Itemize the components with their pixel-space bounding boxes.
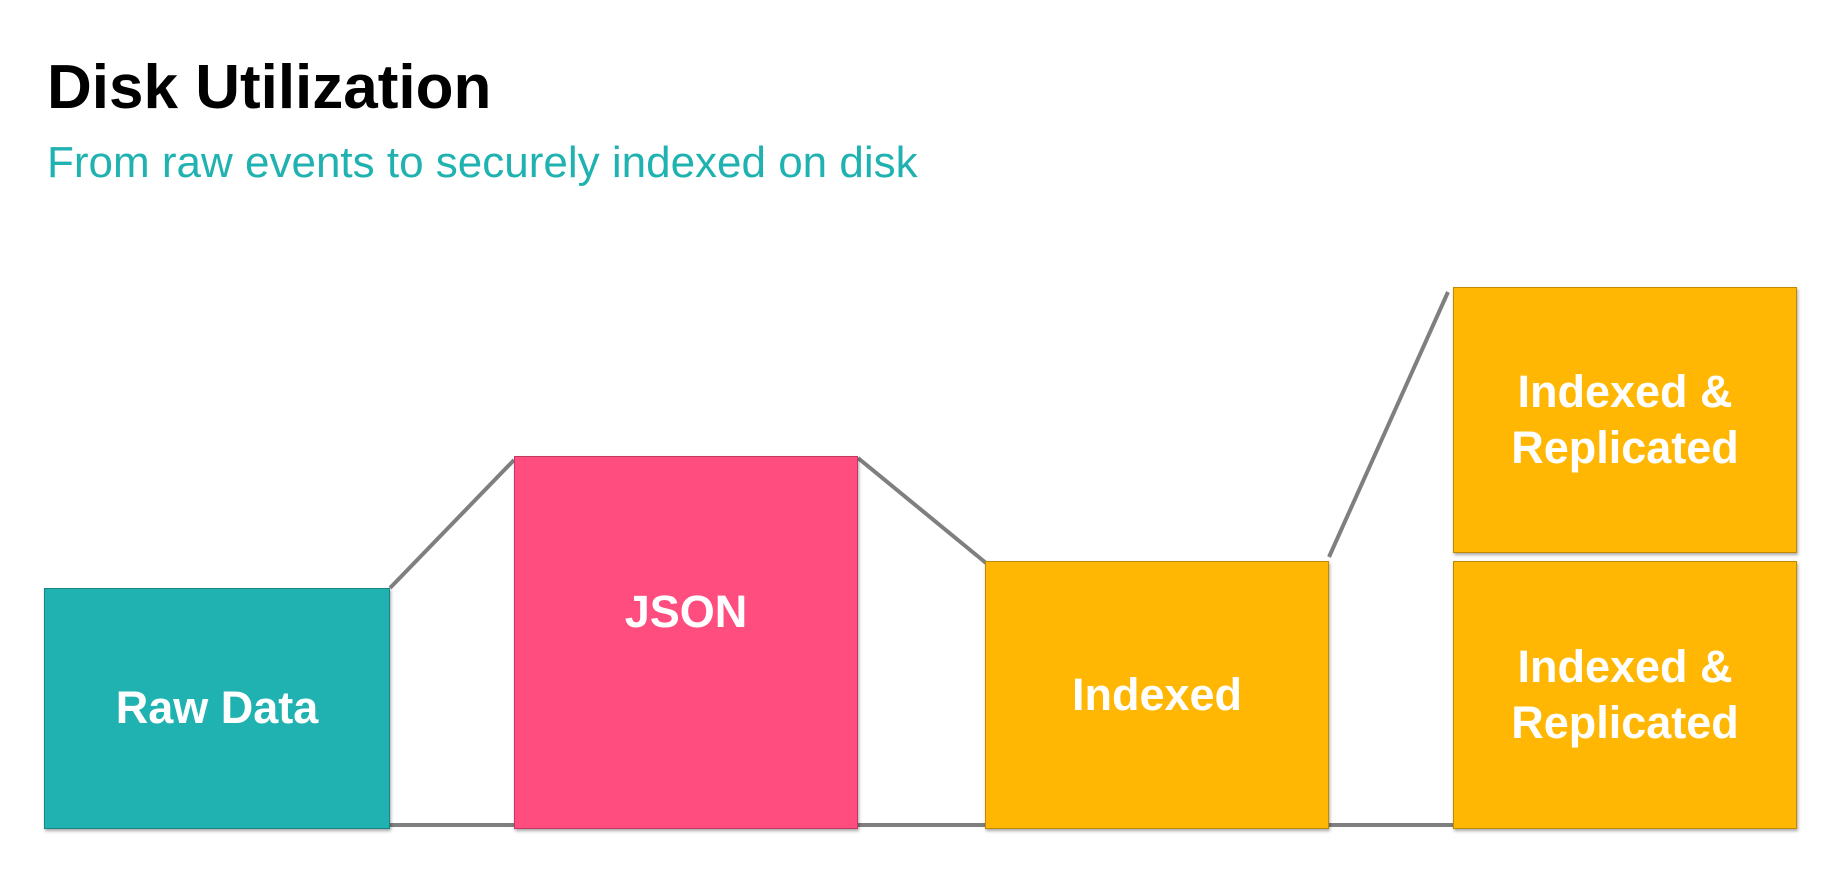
connector-raw-to-json: [388, 458, 516, 590]
page-title: Disk Utilization: [47, 53, 492, 122]
raw-data-label: Raw Data: [115, 682, 319, 734]
json-label: JSON: [624, 586, 748, 638]
indexed-replicated-label-line1: Indexed &: [1517, 365, 1733, 417]
indexed-replicated-box-top: Indexed & Replicated: [1453, 287, 1797, 553]
indexed-replicated-label-line2: Replicated: [1511, 697, 1739, 748]
page-subtitle: From raw events to securely indexed on d…: [47, 138, 918, 187]
indexed-box: Indexed: [985, 561, 1329, 829]
connector-indexed-to-replicated: [1327, 291, 1450, 558]
raw-data-box: Raw Data: [44, 588, 390, 829]
indexed-replicated-box-bottom: Indexed & Replicated: [1453, 561, 1797, 829]
indexed-replicated-label-line2: Replicated: [1511, 422, 1739, 473]
indexed-replicated-label-line1: Indexed &: [1517, 640, 1733, 692]
connector-json-to-indexed: [856, 456, 988, 565]
indexed-label: Indexed: [1071, 668, 1243, 720]
json-box: JSON: [514, 456, 858, 829]
